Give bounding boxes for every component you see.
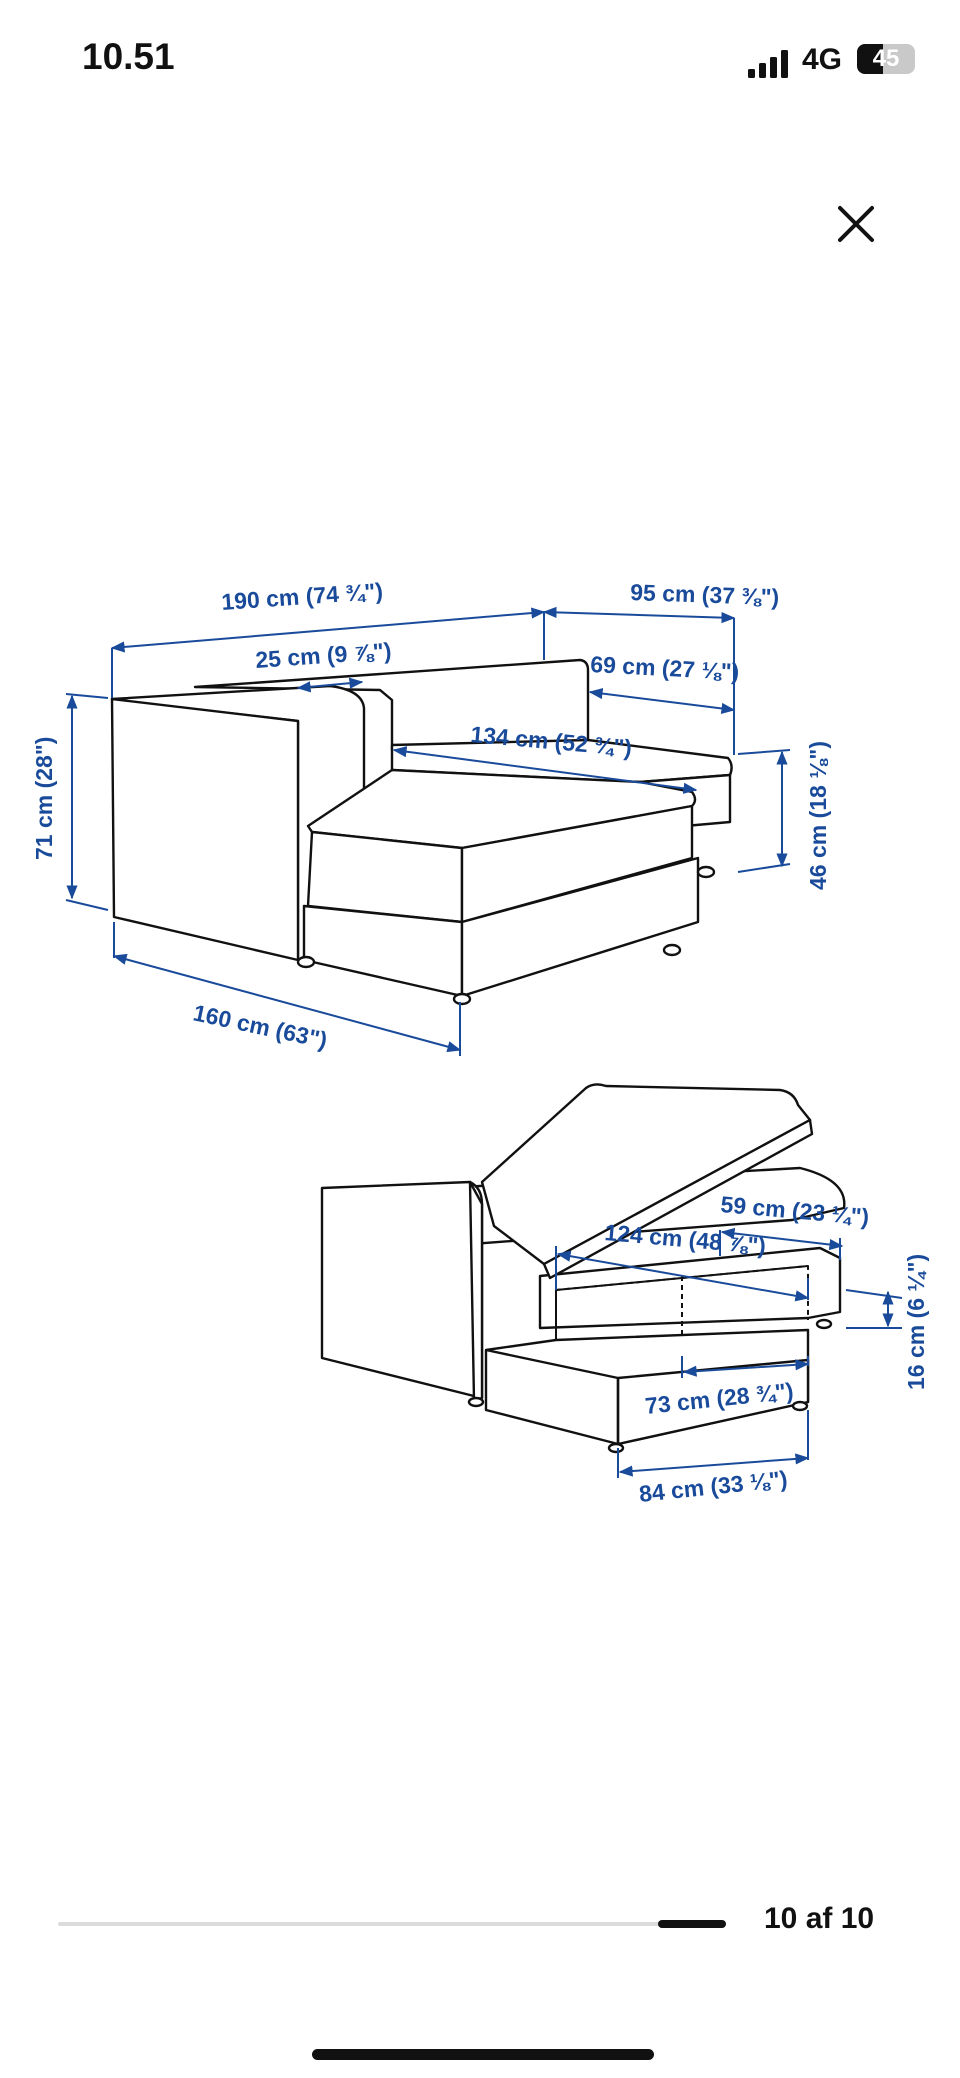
dim-chaise-width: 95 cm (37 ⅜") bbox=[630, 579, 780, 610]
dim-storage-height: 16 cm (6 ¼") bbox=[903, 1254, 929, 1390]
pager-counter: 10 af 10 bbox=[764, 1902, 875, 1935]
network-type: 4G bbox=[802, 43, 843, 76]
battery-percent: 45 bbox=[872, 45, 900, 72]
status-bar: 10.51 4G 45 bbox=[0, 0, 960, 120]
battery-icon: 45 bbox=[857, 44, 915, 74]
image-pager: 10 af 10 bbox=[0, 1890, 960, 1950]
dim-height: 71 cm (28") bbox=[31, 737, 57, 860]
battery-fill bbox=[857, 44, 884, 74]
dim-seat-height: 46 cm (18 ⅛") bbox=[805, 741, 831, 890]
dimension-diagram: 190 cm (74 ¾") 95 cm (37 ⅜") 25 cm (9 ⅞"… bbox=[0, 560, 960, 1520]
signal-icon bbox=[748, 48, 790, 78]
close-icon bbox=[838, 206, 874, 242]
sofa-drawing bbox=[110, 658, 733, 1006]
dim-storage-length: 124 cm (48 ⅞") bbox=[604, 1219, 767, 1259]
dim-outer-length: 84 cm (33 ⅛") bbox=[638, 1466, 789, 1507]
home-indicator[interactable] bbox=[312, 2049, 654, 2060]
pager-thumb[interactable] bbox=[658, 1920, 726, 1928]
dim-armrest-width: 25 cm (9 ⅞") bbox=[255, 638, 393, 673]
status-time: 10.51 bbox=[82, 36, 175, 77]
dim-seat-depth: 69 cm (27 ⅛") bbox=[590, 651, 740, 685]
dim-width-total: 190 cm (74 ¾") bbox=[221, 578, 384, 615]
pager-track[interactable] bbox=[58, 1922, 726, 1926]
dim-depth: 160 cm (63") bbox=[191, 999, 330, 1053]
close-button[interactable] bbox=[830, 198, 882, 250]
